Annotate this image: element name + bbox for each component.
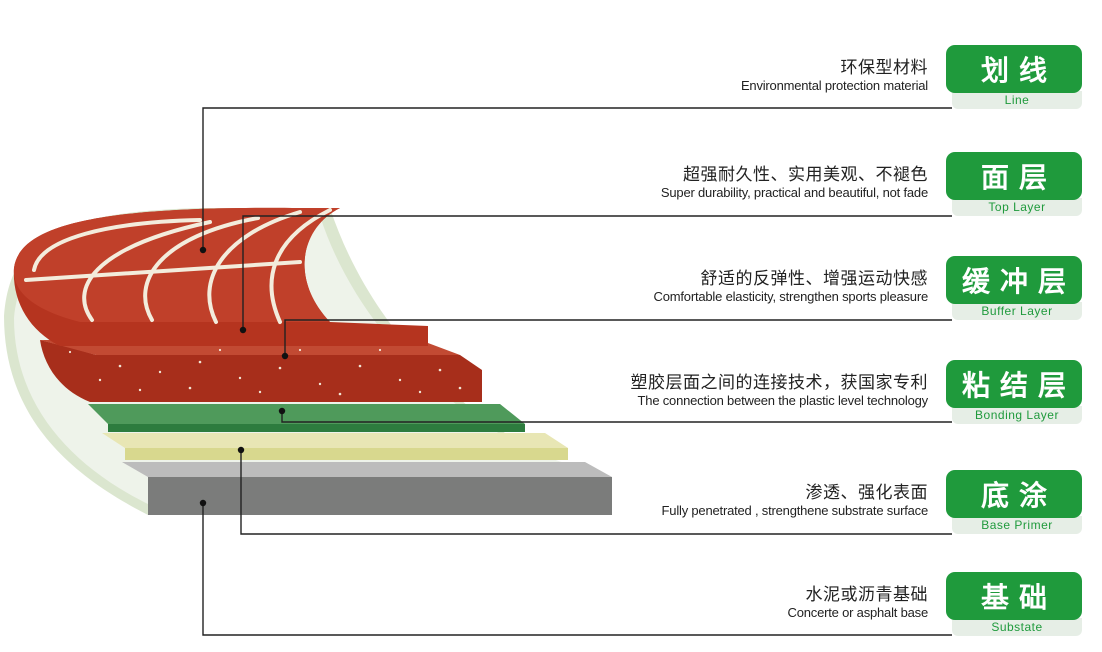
bonding-layer bbox=[108, 424, 525, 432]
label-cn: 超强耐久性、实用美观、不褪色 bbox=[683, 165, 928, 185]
badge-cn: 基础 bbox=[980, 581, 1057, 614]
badge-en: Bonding Layer bbox=[952, 406, 1082, 424]
badge-en: Top Layer bbox=[952, 198, 1082, 216]
badge-line: Line 划线 bbox=[946, 45, 1082, 109]
substrate-layer bbox=[148, 477, 612, 515]
badge-base-primer: Base Primer 底涂 bbox=[946, 470, 1082, 534]
label-row-bonding-layer: 塑胶层面之间的连接技术，获国家专利 The connection between… bbox=[582, 360, 1102, 430]
label-cn: 水泥或沥青基础 bbox=[805, 585, 928, 605]
badge-substrate: Substate 基础 bbox=[946, 572, 1082, 636]
badge-en: Base Primer bbox=[952, 516, 1082, 534]
leader-line bbox=[281, 411, 952, 423]
label-en: Comfortable elasticity, strengthen sport… bbox=[653, 289, 929, 304]
label-row-base-primer: 渗透、强化表面 Fully penetrated , strengthene s… bbox=[582, 470, 1102, 540]
badge-cn: 粘结层 bbox=[961, 369, 1076, 402]
label-cn: 舒适的反弹性、增强运动快感 bbox=[700, 269, 928, 289]
leader-dots bbox=[199, 246, 289, 507]
label-cn: 塑胶层面之间的连接技术，获国家专利 bbox=[630, 373, 928, 393]
buffer-layer bbox=[40, 340, 482, 402]
buffer-specks bbox=[68, 348, 462, 396]
top-surface bbox=[13, 207, 340, 322]
lane-lines bbox=[24, 208, 332, 324]
badge-en: Substate bbox=[952, 618, 1082, 636]
leader-lines bbox=[202, 107, 952, 636]
leader-line bbox=[242, 215, 952, 330]
badge-cn: 缓冲层 bbox=[961, 265, 1076, 298]
badge-top-layer: Top Layer 面层 bbox=[946, 152, 1082, 216]
badge-en: Line bbox=[952, 91, 1082, 109]
label-cn: 渗透、强化表面 bbox=[805, 483, 928, 503]
leader-line bbox=[202, 503, 952, 636]
badge-buffer-layer: Buffer Layer 缓冲层 bbox=[946, 256, 1082, 320]
substrate-top bbox=[122, 462, 612, 477]
label-row-substrate: 水泥或沥青基础 Concerte or asphalt base Substat… bbox=[582, 572, 1102, 642]
badge-bonding-layer: Bonding Layer 粘结层 bbox=[946, 360, 1082, 424]
label-en: Environmental protection material bbox=[740, 78, 928, 93]
label-en: The connection between the plastic level… bbox=[637, 393, 929, 408]
label-en: Super durability, practical and beautifu… bbox=[660, 185, 928, 200]
leader-line bbox=[240, 450, 952, 535]
label-en: Fully penetrated , strengthene substrate… bbox=[661, 503, 929, 518]
primer-top bbox=[102, 433, 568, 448]
label-row-line: 环保型材料 Environmental protection material … bbox=[582, 45, 1102, 115]
badge-en: Buffer Layer bbox=[952, 302, 1082, 320]
label-cn: 环保型材料 bbox=[840, 58, 928, 78]
label-row-top-layer: 超强耐久性、实用美观、不褪色 Super durability, practic… bbox=[582, 152, 1102, 222]
badge-cn: 面层 bbox=[980, 161, 1057, 194]
leader-line bbox=[202, 107, 952, 250]
badge-cn: 划线 bbox=[980, 54, 1057, 87]
primer-layer bbox=[125, 448, 568, 460]
label-en: Concerte or asphalt base bbox=[787, 605, 929, 620]
label-row-buffer-layer: 舒适的反弹性、增强运动快感 Comfortable elasticity, st… bbox=[582, 256, 1102, 326]
bonding-top bbox=[88, 404, 525, 424]
leader-line bbox=[284, 319, 952, 356]
badge-cn: 底涂 bbox=[980, 479, 1057, 512]
